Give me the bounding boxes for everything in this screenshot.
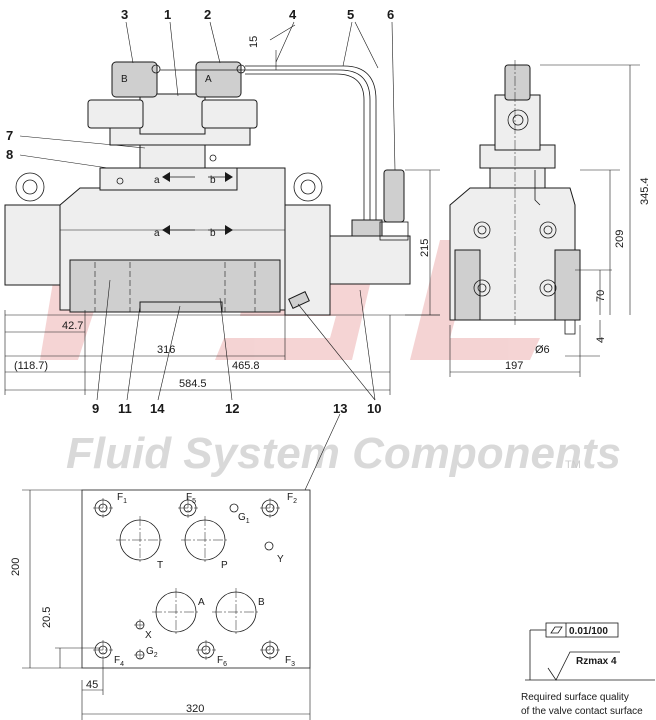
dim-215: 215: [419, 239, 431, 257]
roughness-value: Rzmax 4: [576, 656, 617, 667]
dim-320: 320: [186, 703, 204, 715]
port-label-g2: G2: [146, 646, 158, 659]
callout-8: 8: [6, 147, 13, 162]
dim-42-7: 42.7: [62, 320, 83, 332]
callout-13: 13: [333, 401, 347, 416]
dim-70: 70: [595, 290, 607, 302]
dim-118-7: (118.7): [14, 360, 48, 372]
surface-note-line2: of the valve contact surface: [521, 706, 643, 717]
watermark-text: Fluid System Components: [66, 429, 621, 478]
port-label-y: Y: [277, 554, 284, 565]
flatness-value: 0.01/100: [569, 626, 608, 637]
dim-465-8: 465.8: [232, 360, 260, 372]
port-label-f5: F5: [186, 492, 196, 505]
port-label-f4: F4: [114, 655, 124, 668]
port-label-a: A: [198, 597, 205, 608]
dim-4: 4: [595, 337, 607, 343]
side-view: [449, 60, 581, 335]
dim-diameter-6: Ø6: [535, 344, 550, 356]
spool-label-a-top: a: [154, 175, 160, 186]
port-label-f2: F2: [287, 492, 297, 505]
callout-9: 9: [92, 401, 99, 416]
port-label-p: P: [221, 560, 228, 571]
port-label-b: B: [258, 597, 265, 608]
callout-10: 10: [367, 401, 381, 416]
front-view: [4, 61, 411, 316]
surface-quality-symbol: [525, 622, 655, 681]
port-label-f3: F3: [285, 655, 295, 668]
spool-label-b-top: b: [210, 175, 216, 186]
callout-6: 6: [387, 7, 394, 22]
dim-15: 15: [248, 36, 260, 48]
dim-316: 316: [157, 344, 175, 356]
callout-14: 14: [150, 401, 165, 416]
mounting-interface: [22, 489, 311, 720]
spool-label-a-mid: a: [154, 228, 160, 239]
callout-leaders: [19, 21, 396, 491]
dim-45: 45: [86, 679, 98, 691]
callout-2: 2: [204, 7, 211, 22]
solenoid-label-left: B: [121, 74, 128, 85]
dim-20-5: 20.5: [41, 607, 53, 628]
dim-209: 209: [614, 230, 626, 248]
dim-345-4: 345.4: [639, 177, 651, 205]
surface-note-line1: Required surface quality: [521, 692, 629, 703]
callout-12: 12: [225, 401, 239, 416]
callout-4: 4: [289, 7, 297, 22]
port-label-g1: G1: [238, 512, 250, 525]
port-label-f1: F1: [117, 492, 127, 505]
callout-5: 5: [347, 7, 354, 22]
callout-1: 1: [164, 7, 171, 22]
front-dimensions: [4, 24, 640, 395]
dim-200: 200: [10, 558, 22, 576]
port-label-x: X: [145, 630, 152, 641]
solenoid-label-right: A: [205, 74, 212, 85]
callout-3: 3: [121, 7, 128, 22]
port-label-t: T: [157, 560, 163, 571]
callout-11: 11: [118, 401, 132, 416]
dim-197: 197: [505, 360, 523, 372]
callout-7: 7: [6, 128, 13, 143]
watermark-trademark: TM: [565, 459, 581, 471]
port-label-f6: F6: [217, 655, 227, 668]
spool-label-b-mid: b: [210, 228, 216, 239]
dim-584-5: 584.5: [179, 378, 207, 390]
